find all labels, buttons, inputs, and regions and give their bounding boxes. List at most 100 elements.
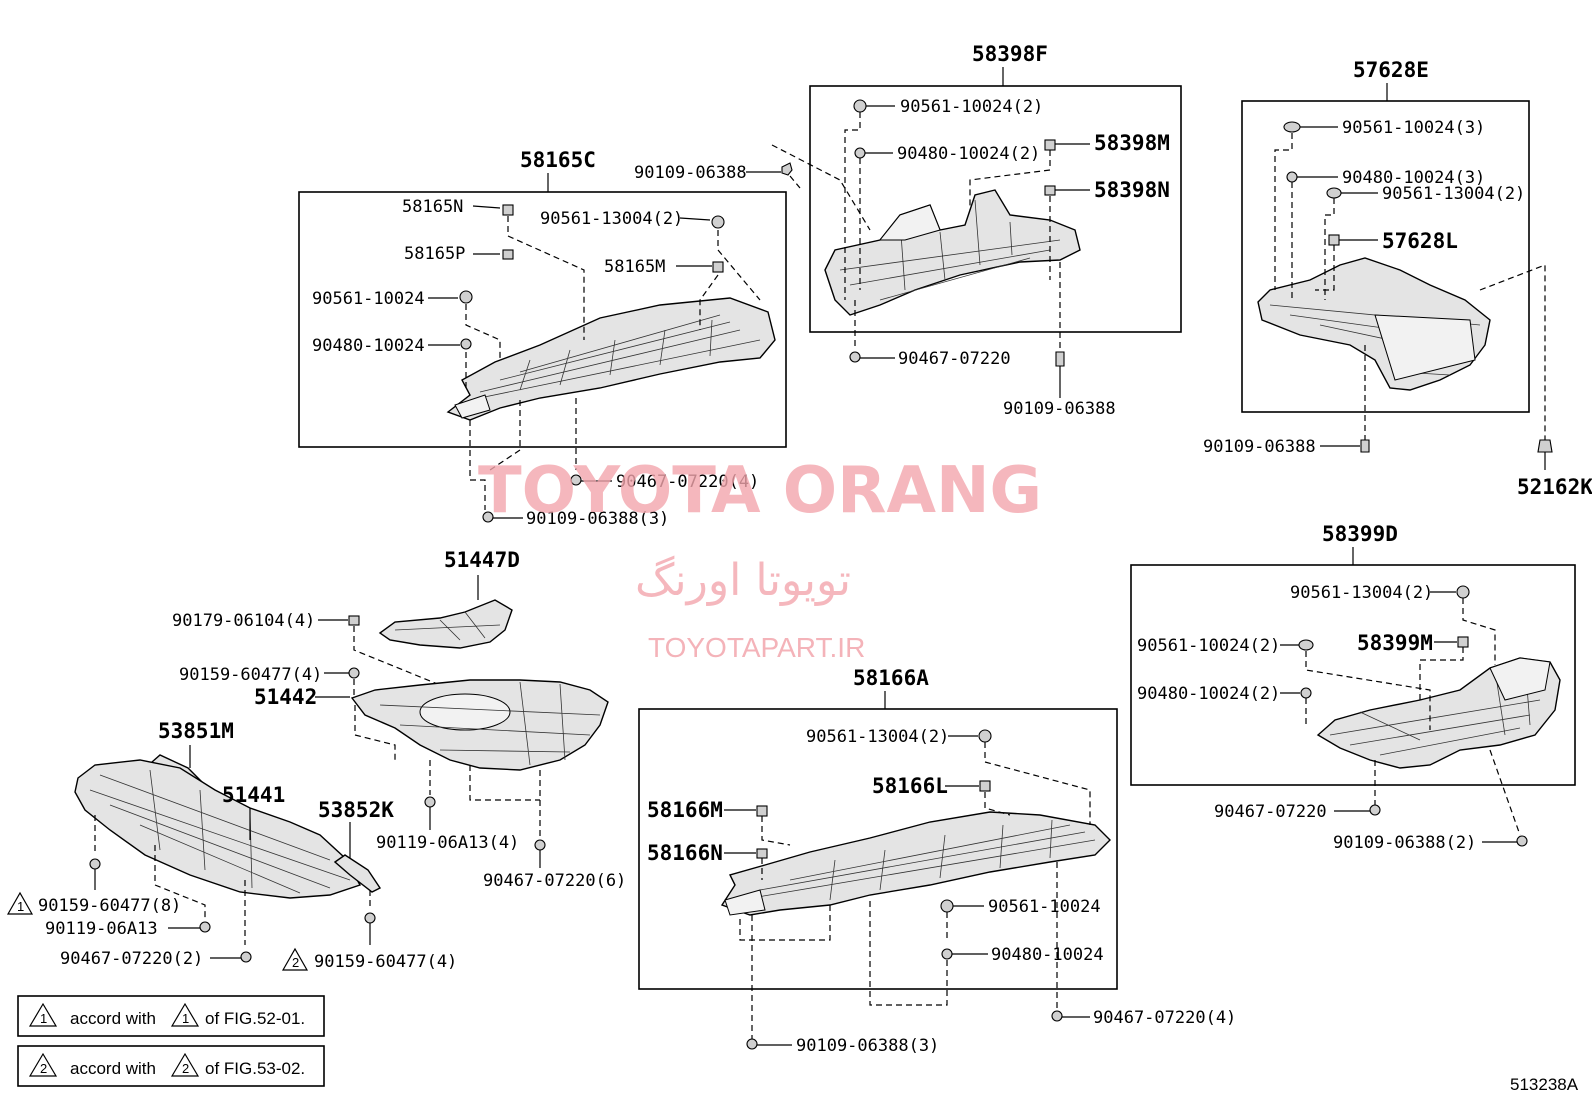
note-2-prefix: accord with	[70, 1059, 156, 1078]
label-90561-10024-3: 90561-10024(3)	[1342, 118, 1485, 138]
label-90109-06388: 90109-06388	[1003, 399, 1116, 419]
bolt-90467-07220-6-icon	[534, 839, 546, 851]
bolt-90109-06388-3-icon	[482, 511, 494, 523]
label-90467-07220-2: 90467-07220(2)	[60, 949, 203, 969]
undercover-58398F-part	[824, 189, 1081, 316]
clip-52162K-icon	[1537, 439, 1553, 453]
label-52162K: 52162K	[1517, 475, 1592, 499]
label-58398N: 58398N	[1094, 178, 1170, 202]
label-90109-06388-3: 90109-06388(3)	[526, 509, 669, 529]
group-58399D: 58399D 90561-13004(2) 90561-10024(2) 583…	[1130, 522, 1576, 853]
group-58165C-frame	[298, 191, 787, 448]
clip-58166N-icon	[756, 848, 768, 859]
label-90159-60477-4b: 90159-60477(4)	[314, 952, 457, 972]
note-2-box	[17, 1045, 325, 1087]
bolt-90119-06A13-4-icon	[424, 796, 436, 808]
cover-51441-part	[74, 759, 362, 899]
group-57628E: 57628E 90561-10024(3) 90480-10024(3) 905…	[1203, 58, 1592, 499]
label-90159-60477-4: 90159-60477(4)	[179, 665, 322, 685]
label-90467-07220-4: 90467-07220(4)	[616, 472, 759, 492]
note-1-triangle-icon	[6, 891, 34, 915]
label-90561-13004-2: 90561-13004(2)	[540, 209, 683, 229]
label-90561-10024: 90561-10024	[312, 289, 425, 309]
nut-90561-10024-icon	[459, 290, 473, 304]
group-58398F: 58398F 90561-10024(2) 90480-10024(2) 583…	[771, 42, 1182, 419]
note-1-prefix: accord with	[70, 1009, 156, 1028]
note-2-number: 2	[292, 955, 299, 970]
label-90109-06388-2: 90109-06388(2)	[1333, 833, 1476, 853]
legend-notes: 1 accord with 1 of FIG.52-01. 2 accord w…	[17, 995, 325, 1087]
group-58165C-title: 58165C	[520, 148, 596, 172]
clip-58398M-icon	[1044, 139, 1056, 151]
clip-58399M-icon	[1457, 636, 1469, 648]
label-90467-07220-6: 90467-07220(6)	[483, 871, 626, 891]
clip-90159-60477-4b-icon	[364, 912, 376, 924]
label-90561-10024-2: 90561-10024(2)	[1137, 636, 1280, 656]
bolt-90109-06388-icon	[1055, 351, 1065, 367]
group-58165C: 58165C 58165N 58165P 90561-13004	[298, 148, 801, 529]
group-58399D-title: 58399D	[1322, 522, 1398, 546]
label-51447D: 51447D	[444, 548, 520, 572]
label-90109-06388: 90109-06388	[634, 163, 747, 183]
nut-90561-13004-2-icon	[978, 729, 992, 743]
label-53851M: 53851M	[158, 719, 234, 743]
clip-90159-60477-icon	[348, 667, 360, 679]
note-2-triangle-icon	[281, 947, 309, 971]
clip-58165P-icon	[502, 249, 514, 260]
label-58165N: 58165N	[402, 197, 463, 217]
label-90179-06104-4: 90179-06104(4)	[172, 611, 315, 631]
label-58399M: 58399M	[1357, 631, 1433, 655]
group-57628E-title: 57628E	[1353, 58, 1429, 82]
bolt-90109-06388-2-icon	[1516, 835, 1528, 847]
nut-90561-13004-2-icon	[1456, 585, 1470, 599]
diagram-code: 513238A	[1510, 1075, 1579, 1094]
nut-90480-10024-2-icon	[1300, 687, 1312, 699]
undercover-58399D-part	[1316, 657, 1561, 769]
label-90480-10024: 90480-10024	[991, 945, 1104, 965]
nut-90561-10024-2-icon	[853, 99, 867, 113]
label-90109-06388: 90109-06388	[1203, 437, 1316, 457]
bolt-90467-07220-icon	[1369, 804, 1381, 816]
group-58166A: 58166A 90561-13004(2) 58166L 58166M 5816…	[638, 666, 1236, 1056]
watermark-persian: تویوتا اورنگ	[635, 555, 851, 606]
label-90480-10024-2: 90480-10024(2)	[1137, 684, 1280, 704]
clip-90179-06104-icon	[348, 615, 360, 626]
clip-58165M-icon	[712, 261, 724, 273]
bolt-90467-07220-icon	[849, 351, 861, 363]
note-1-ref: of FIG.52-01.	[205, 1009, 305, 1028]
label-90561-10024: 90561-10024	[988, 897, 1101, 917]
label-90119-06A13-4: 90119-06A13(4)	[376, 833, 519, 853]
label-51442: 51442	[254, 685, 317, 709]
label-90159-60477-8: 90159-60477(8)	[38, 896, 181, 916]
nut-90561-10024-3-icon	[1283, 121, 1301, 133]
label-90561-13004-2: 90561-13004(2)	[806, 727, 949, 747]
group-58398F-title: 58398F	[972, 42, 1048, 66]
note-2-tri-b-number: 2	[182, 1061, 189, 1076]
group-57628E-frame	[1241, 100, 1530, 413]
label-58166N: 58166N	[647, 841, 723, 865]
watermark-site: TOYOTAPART.IR	[648, 632, 865, 663]
label-90480-10024-2: 90480-10024(2)	[897, 144, 1040, 164]
note-1-number: 1	[17, 899, 24, 914]
undercover-57628E-part	[1257, 257, 1491, 391]
nut-90561-10024-icon	[940, 899, 954, 913]
label-90467-07220-4: 90467-07220(4)	[1093, 1008, 1236, 1028]
note-1-box	[17, 995, 325, 1037]
label-51441: 51441	[222, 783, 285, 807]
bolt-90119-06A13-icon	[199, 921, 211, 933]
label-90480-10024-3: 90480-10024(3)	[1342, 168, 1485, 188]
label-90561-13004-2: 90561-13004(2)	[1382, 184, 1525, 204]
nut-90480-10024-icon	[941, 948, 953, 960]
label-53852K: 53852K	[318, 798, 394, 822]
label-90561-10024-2: 90561-10024(2)	[900, 97, 1043, 117]
group-58166A-frame	[638, 708, 1118, 990]
note-2-ref: of FIG.53-02.	[205, 1059, 305, 1078]
label-57628L: 57628L	[1382, 229, 1458, 253]
label-90109-06388-3: 90109-06388(3)	[796, 1036, 939, 1056]
note-1-tri-b-number: 1	[182, 1011, 189, 1026]
label-58166M: 58166M	[647, 798, 723, 822]
clip-58398N-icon	[1044, 185, 1056, 196]
bolt-90467-07220-2-icon	[240, 951, 252, 963]
bolt-90109-06388-icon	[1360, 439, 1370, 453]
nut-90480-10024-2-icon	[854, 147, 866, 159]
